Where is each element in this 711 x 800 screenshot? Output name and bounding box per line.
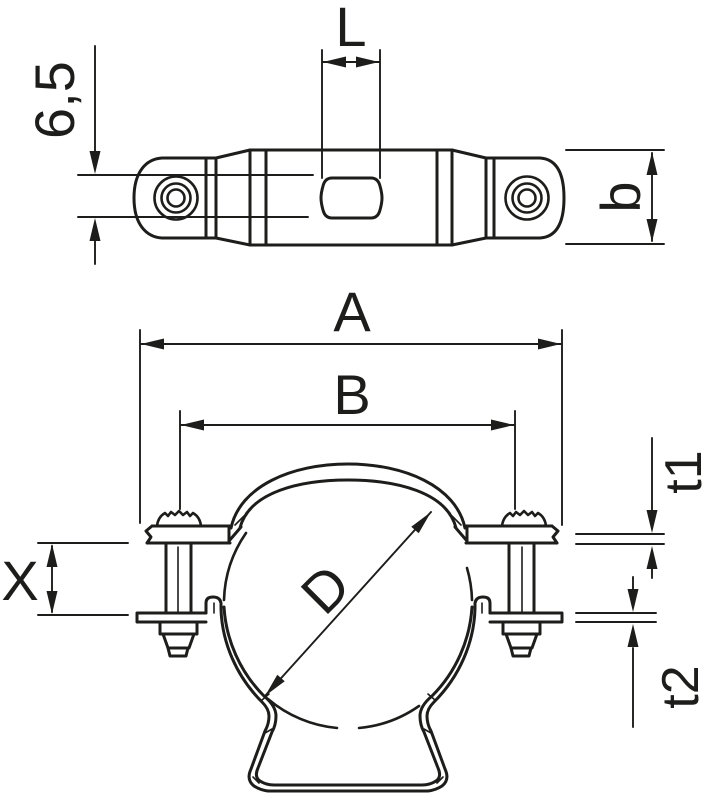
left-anchor-plug xyxy=(158,620,199,658)
dim-label-b: b xyxy=(589,181,652,212)
dim-label-t2: t2 xyxy=(652,665,710,708)
dim-label-X: X xyxy=(1,549,38,612)
right-screw xyxy=(500,509,548,614)
upper-strap-arch xyxy=(229,462,467,530)
dim-label-B: B xyxy=(333,363,370,426)
dim-label-D: D xyxy=(289,553,362,626)
left-screw-head-top xyxy=(153,175,199,221)
dimension-6-5: 6,5 xyxy=(23,45,101,265)
top-view xyxy=(77,148,566,247)
right-lower-flange xyxy=(488,611,564,624)
dim-label-A: A xyxy=(333,280,371,343)
front-view: D xyxy=(135,462,564,793)
dim-label-L: L xyxy=(335,0,366,58)
pipe-circle xyxy=(222,531,474,730)
mounting-slot xyxy=(319,176,384,220)
right-screw-head-top xyxy=(504,175,550,221)
dim-label-t1: t1 xyxy=(655,450,711,493)
band-edge-lines xyxy=(77,174,314,218)
dimension-A: A xyxy=(139,280,563,526)
left-flange xyxy=(144,524,243,545)
left-lower-flange xyxy=(135,611,208,624)
right-end-cap xyxy=(484,156,566,240)
dimension-t1: t1 xyxy=(575,437,711,579)
dimension-L: L xyxy=(321,0,381,179)
lower-strap-band xyxy=(204,595,492,793)
dimension-t2: t2 xyxy=(575,576,710,728)
left-end-cap xyxy=(132,148,252,247)
right-flange xyxy=(453,524,560,545)
dimension-X: X xyxy=(1,542,129,616)
left-screw xyxy=(155,509,203,614)
dimension-B: B xyxy=(179,363,516,510)
clamp-body-top xyxy=(248,148,488,247)
dim-label-6-5: 6,5 xyxy=(23,61,86,139)
dimension-b: b xyxy=(565,149,665,245)
dimension-D: D xyxy=(264,511,432,697)
right-anchor-plug xyxy=(501,620,542,658)
